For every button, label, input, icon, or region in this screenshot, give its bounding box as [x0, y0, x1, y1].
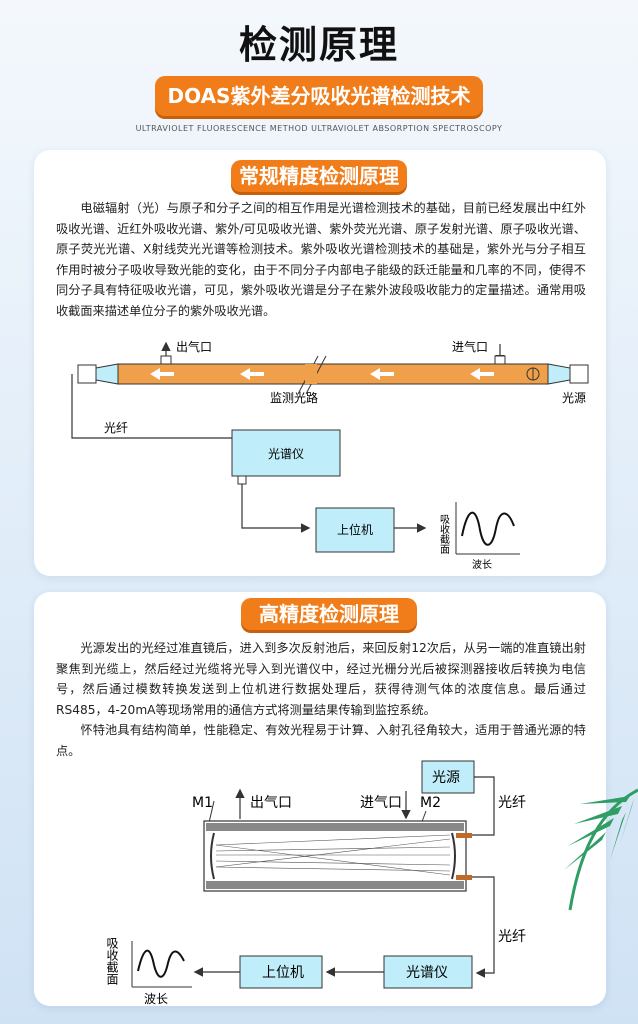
detector-end-box [77, 364, 97, 384]
flow-arrow-1 [150, 368, 174, 380]
fiber-top-label: 光纤 [498, 795, 526, 811]
wavelength-label: 波长 [472, 558, 492, 571]
host-computer-box [315, 507, 395, 553]
host-computer-box [239, 955, 323, 989]
section2-title: 高精度检测原理 [241, 598, 417, 630]
m2-label: M2 [420, 795, 441, 811]
page-title: 检测原理 [238, 23, 399, 67]
left-lens-cone [95, 363, 119, 385]
output-coupler [456, 875, 472, 880]
inlet-label: 进气口 [452, 339, 488, 354]
high-precision-diagram: 光源 光纤 M1 M2 出气口 进气口 光纤 光谱仪 上位机 波长 吸收截面 [105, 760, 526, 1006]
high-precision-card [34, 592, 606, 1006]
host-computer-label: 上位机 [337, 522, 373, 537]
absorption-label: 吸收截面 [438, 514, 450, 555]
path-label: 监测光路 [270, 390, 318, 405]
flow-arrow-3 [370, 368, 394, 380]
host-computer-label: 上位机 [262, 965, 304, 981]
light-source-label: 光源 [432, 770, 460, 786]
fiber-bottom-line [472, 876, 495, 978]
english-subtitle: ULTRAVIOLET FLUORESCENCE METHOD ULTRAVIO… [135, 124, 503, 133]
m1-label: M1 [192, 795, 213, 811]
light-source-box [569, 364, 589, 384]
fiber-top-line [472, 776, 495, 836]
technology-badge: DOAS紫外差分吸收光谱检测技术 [155, 76, 483, 116]
wavelength-label: 波长 [144, 992, 168, 1006]
section1-paragraph: 电磁辐射（光）与原子和分子之间的相互作用是光谱检测技术的基础，目前已经发展出中红… [56, 201, 586, 318]
spectrometer-box [383, 955, 473, 989]
inlet-label: 进气口 [360, 795, 402, 811]
section2-paragraph-2: 怀特池具有结构简单，性能稳定、有效光程易于计算、入射孔径角较大，适用于普通光源的… [56, 723, 586, 758]
fiber-bottom-label: 光纤 [498, 929, 526, 945]
spectrometer-label: 光谱仪 [406, 965, 448, 981]
standard-precision-card [34, 150, 606, 576]
flow-arrow-4 [470, 368, 494, 380]
spectrum-curve [137, 949, 185, 978]
flow-arrow-2 [240, 368, 264, 380]
m1-mirror [210, 832, 215, 880]
white-cell-bottom-rail [206, 881, 464, 889]
fiber-label: 光纤 [104, 421, 128, 435]
spectrometer-port [237, 475, 247, 485]
palm-leaf-decoration [564, 788, 638, 911]
reflection-beams [215, 834, 451, 876]
spectrometer-label: 光谱仪 [268, 447, 304, 461]
spectrum-curve [461, 511, 515, 546]
break-gap [305, 364, 317, 384]
flow-arrows [150, 368, 494, 380]
light-source-box [421, 760, 475, 794]
white-cell-top-rail [206, 823, 464, 831]
standard-principle-diagram: 出气口 进气口 光源 监测光路 光纤 光谱仪 上位机 波长 吸收截面 [71, 339, 589, 571]
absorption-label: 吸收截面 [105, 937, 119, 985]
section1-title: 常规精度检测原理 [231, 160, 407, 192]
outlet-label: 出气口 [176, 339, 212, 354]
m2-mirror [451, 832, 456, 880]
fiber-line [71, 374, 232, 439]
section2-paragraph-1: 光源发出的光经过准直镜后，进入到多次反射池后，来回反射12次后，从另一端的准直镜… [56, 641, 586, 717]
white-cell-body [203, 820, 467, 892]
data-line-1 [241, 484, 311, 533]
section2-description: 光源发出的光经过准直镜后，进入到多次反射池后，来回反射12次后，从另一端的准直镜… [56, 638, 586, 761]
spectrometer-box [231, 429, 341, 477]
outlet-label: 出气口 [250, 795, 292, 811]
right-lens-cone [547, 363, 571, 385]
input-coupler [456, 833, 472, 838]
section1-description: 电磁辐射（光）与原子和分子之间的相互作用是光谱检测技术的基础，目前已经发展出中红… [56, 198, 586, 321]
light-source-label: 光源 [562, 391, 586, 405]
